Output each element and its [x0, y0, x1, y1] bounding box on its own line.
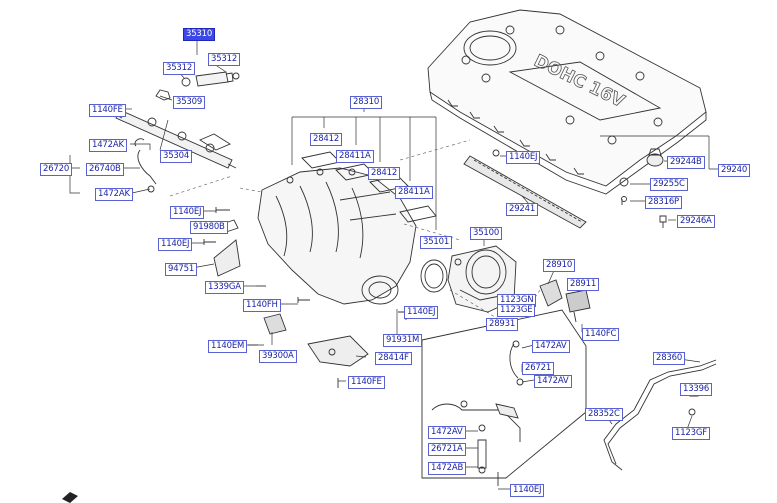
part-label-35312-left[interactable]: 35312: [163, 62, 196, 75]
part-label-1140em[interactable]: 1140EM: [208, 340, 248, 353]
part-label-91931m[interactable]: 91931M: [383, 334, 423, 347]
part-label-29255c[interactable]: 29255C: [650, 178, 688, 191]
manifold-hardware: [203, 207, 416, 388]
part-label-1472av-a[interactable]: 1472AV: [532, 340, 570, 353]
part-label-28411a-a[interactable]: 28411A: [336, 150, 374, 163]
cover-hardware: [492, 148, 667, 228]
part-label-35310[interactable]: 35310: [183, 28, 216, 41]
part-label-28414f[interactable]: 28414F: [375, 352, 412, 365]
part-label-1123gf[interactable]: 1123GF: [672, 427, 710, 440]
page-corner-mark: [62, 492, 78, 503]
part-label-26721a[interactable]: 26721A: [428, 443, 466, 456]
part-label-28412-b[interactable]: 28412: [368, 167, 401, 180]
part-label-26721[interactable]: 26721: [522, 362, 555, 375]
part-label-1339ga[interactable]: 1339GA: [205, 281, 244, 294]
engine-cover: DOHC 16V: [427, 9, 707, 195]
part-label-1140ej-b[interactable]: 1140EJ: [158, 238, 193, 251]
part-label-29240[interactable]: 29240: [718, 164, 751, 177]
throttle-gasket: [420, 259, 448, 293]
part-label-28352c[interactable]: 28352C: [585, 408, 623, 421]
part-label-1140fe-bottom[interactable]: 1140FE: [348, 376, 385, 389]
part-label-35100[interactable]: 35100: [470, 227, 503, 240]
part-label-1140ej-c[interactable]: 1140EJ: [404, 306, 439, 319]
part-label-26740b[interactable]: 26740B: [86, 163, 124, 176]
pcv-assembly: [421, 309, 587, 486]
part-label-28931[interactable]: 28931: [486, 318, 519, 331]
part-label-29244b[interactable]: 29244B: [667, 156, 705, 169]
part-label-1123ge[interactable]: 1123GE: [497, 304, 536, 317]
fuel-injector: [155, 71, 240, 101]
part-label-1140fh[interactable]: 1140FH: [243, 299, 281, 312]
part-label-28910[interactable]: 28910: [543, 259, 576, 272]
part-label-1472av-b[interactable]: 1472AV: [534, 375, 572, 388]
intake-manifold: [257, 167, 417, 305]
part-label-28412-a[interactable]: 28412: [310, 133, 343, 146]
part-label-1140fc[interactable]: 1140FC: [582, 328, 620, 341]
part-label-1472ak-top[interactable]: 1472AK: [89, 139, 127, 152]
part-label-1472ab[interactable]: 1472AB: [428, 462, 467, 475]
part-label-29246a[interactable]: 29246A: [677, 215, 715, 228]
part-label-1140ej-a[interactable]: 1140EJ: [170, 206, 205, 219]
part-label-28360[interactable]: 28360: [653, 352, 686, 365]
cover-gasket: [463, 155, 587, 229]
part-label-28411a-b[interactable]: 28411A: [395, 186, 433, 199]
sensors: [539, 279, 591, 323]
part-label-26720[interactable]: 26720: [40, 163, 73, 176]
part-label-1140fe-top[interactable]: 1140FE: [89, 104, 126, 117]
part-label-94751[interactable]: 94751: [165, 263, 198, 276]
part-label-91980b[interactable]: 91980B: [190, 221, 228, 234]
part-label-39300a[interactable]: 39300A: [259, 350, 297, 363]
part-label-13396[interactable]: 13396: [680, 383, 713, 396]
part-label-35309[interactable]: 35309: [173, 96, 206, 109]
part-label-1472ak-bottom[interactable]: 1472AK: [95, 188, 133, 201]
part-label-1472av-c[interactable]: 1472AV: [428, 426, 466, 439]
part-label-35304[interactable]: 35304: [160, 150, 193, 163]
part-label-28310[interactable]: 28310: [350, 96, 383, 109]
part-label-35101[interactable]: 35101: [420, 236, 453, 249]
part-label-1140ej-e[interactable]: 1140EJ: [506, 151, 541, 164]
part-label-28316p[interactable]: 28316P: [645, 196, 682, 209]
part-label-29241[interactable]: 29241: [506, 203, 539, 216]
part-label-1140ej-d[interactable]: 1140EJ: [510, 484, 545, 497]
part-label-35312-right[interactable]: 35312: [208, 53, 241, 66]
part-label-28911[interactable]: 28911: [567, 278, 600, 291]
